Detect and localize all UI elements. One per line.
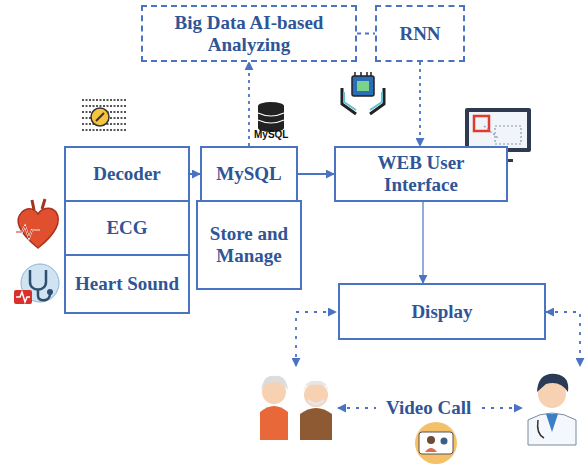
connector (190, 173, 200, 175)
database-box: MySQL (200, 146, 298, 202)
node-text: Heart Sound (71, 273, 183, 295)
video-call-icon (415, 422, 457, 464)
node-text: RNN (395, 23, 444, 45)
decoder-box: Decoder (64, 146, 190, 202)
connector (419, 62, 421, 146)
binary-code-icon (82, 100, 126, 130)
stethoscope-icon (14, 264, 59, 304)
node-text: WEB User Interface (336, 152, 506, 196)
model-box: RNN (375, 5, 465, 62)
display-box: Display (338, 283, 546, 340)
sound-box: Heart Sound (64, 254, 190, 314)
node-text: Big Data AI-based Analyzing (143, 12, 355, 56)
elderly-couple-icon (260, 376, 332, 440)
link-label: Video Call (383, 397, 474, 419)
storage-box: Store and Manage (196, 200, 302, 290)
ecg-box: ECG (64, 200, 190, 256)
node-text: Decoder (89, 163, 165, 185)
heart-icon (16, 199, 58, 248)
database-icon (258, 102, 284, 132)
analysis-box: Big Data AI-based Analyzing (141, 5, 357, 62)
web-box: WEB User Interface (334, 146, 508, 202)
connector (357, 33, 375, 35)
connector (298, 173, 334, 175)
node-text: Display (407, 301, 476, 323)
ai-hands-icon (342, 72, 384, 114)
icon-caption: MySQL (254, 129, 288, 140)
connector (422, 202, 423, 283)
connector (248, 62, 250, 146)
node-text: Store and Manage (198, 223, 300, 267)
node-text: ECG (102, 217, 151, 239)
node-text: MySQL (212, 163, 285, 185)
doctor-icon (528, 374, 576, 445)
